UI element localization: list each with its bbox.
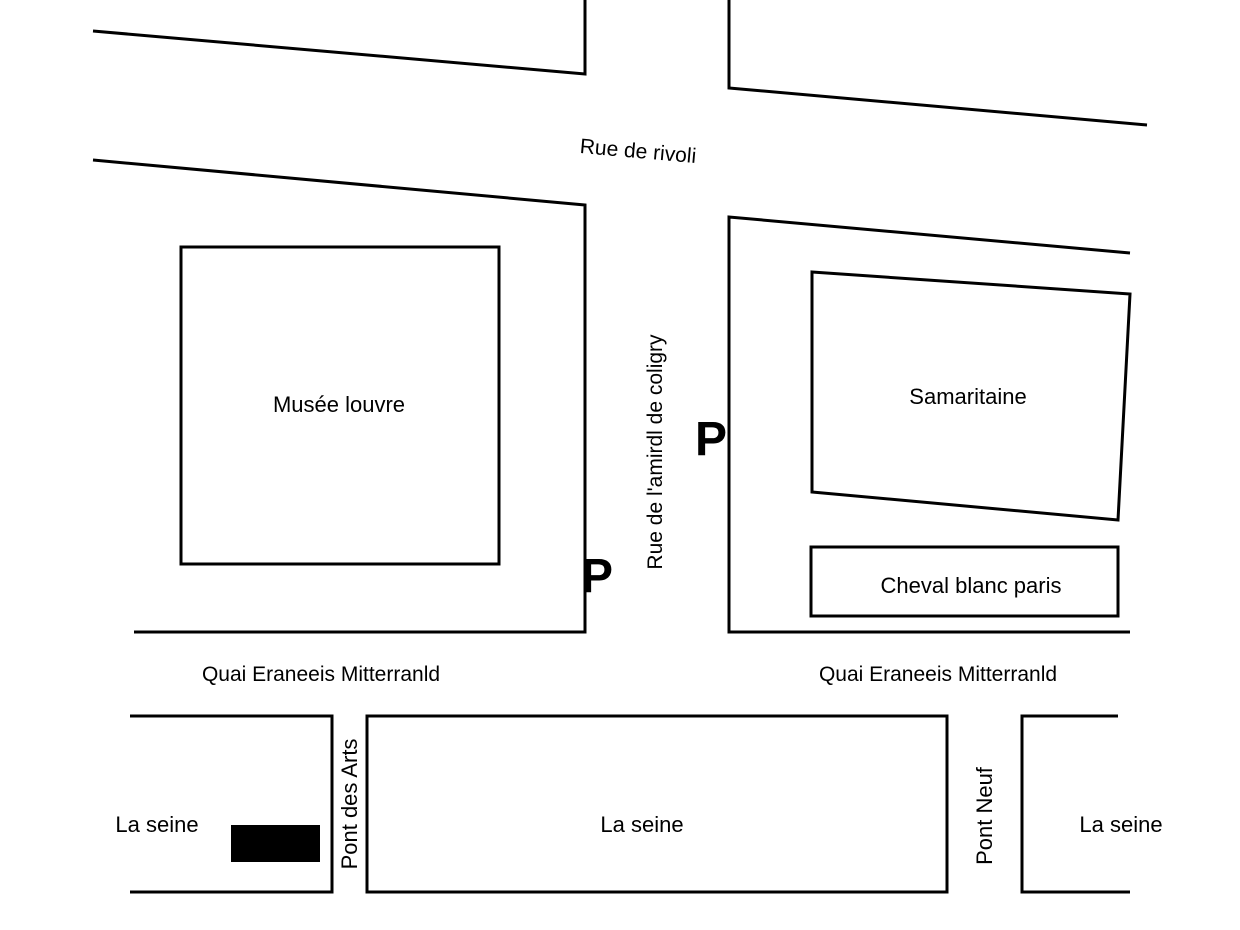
river-label-left: La seine	[115, 812, 198, 837]
bridge-label-pont-des-arts: Pont des Arts	[337, 739, 362, 870]
river-label-right: La seine	[1079, 812, 1162, 837]
parking-icon-right: P	[695, 413, 727, 466]
street-label-quai-left: Quai Eraneeis Mitterranld	[202, 663, 440, 686]
river-left-segment	[130, 714, 334, 894]
boat-marker	[231, 825, 320, 862]
bridge-label-pont-neuf: Pont Neuf	[972, 766, 997, 865]
building-samaritaine	[810, 270, 1132, 522]
block-samaritaine-edge	[727, 215, 1131, 634]
river-right-segment	[1020, 714, 1130, 894]
building-label-louvre: Musée louvre	[273, 392, 405, 417]
river-center-segment	[365, 714, 949, 894]
building-louvre	[179, 245, 501, 566]
block-louvre-edge	[92, 158, 587, 634]
river-label-center: La seine	[600, 812, 683, 837]
building-label-samaritaine: Samaritaine	[909, 384, 1026, 409]
block-top-left-edge	[92, 0, 587, 76]
building-cheval-blanc	[809, 545, 1120, 618]
street-label-rivoli: Rue de rivoli	[579, 135, 697, 168]
building-label-cheval-blanc: Cheval blanc paris	[881, 573, 1062, 598]
block-top-right-edge	[727, 0, 1148, 127]
street-label-quai-right: Quai Eraneeis Mitterranld	[819, 663, 1057, 686]
street-label-coligny: Rue de l'amirdl de coligry	[644, 334, 667, 570]
parking-icon-left: P	[581, 550, 613, 603]
